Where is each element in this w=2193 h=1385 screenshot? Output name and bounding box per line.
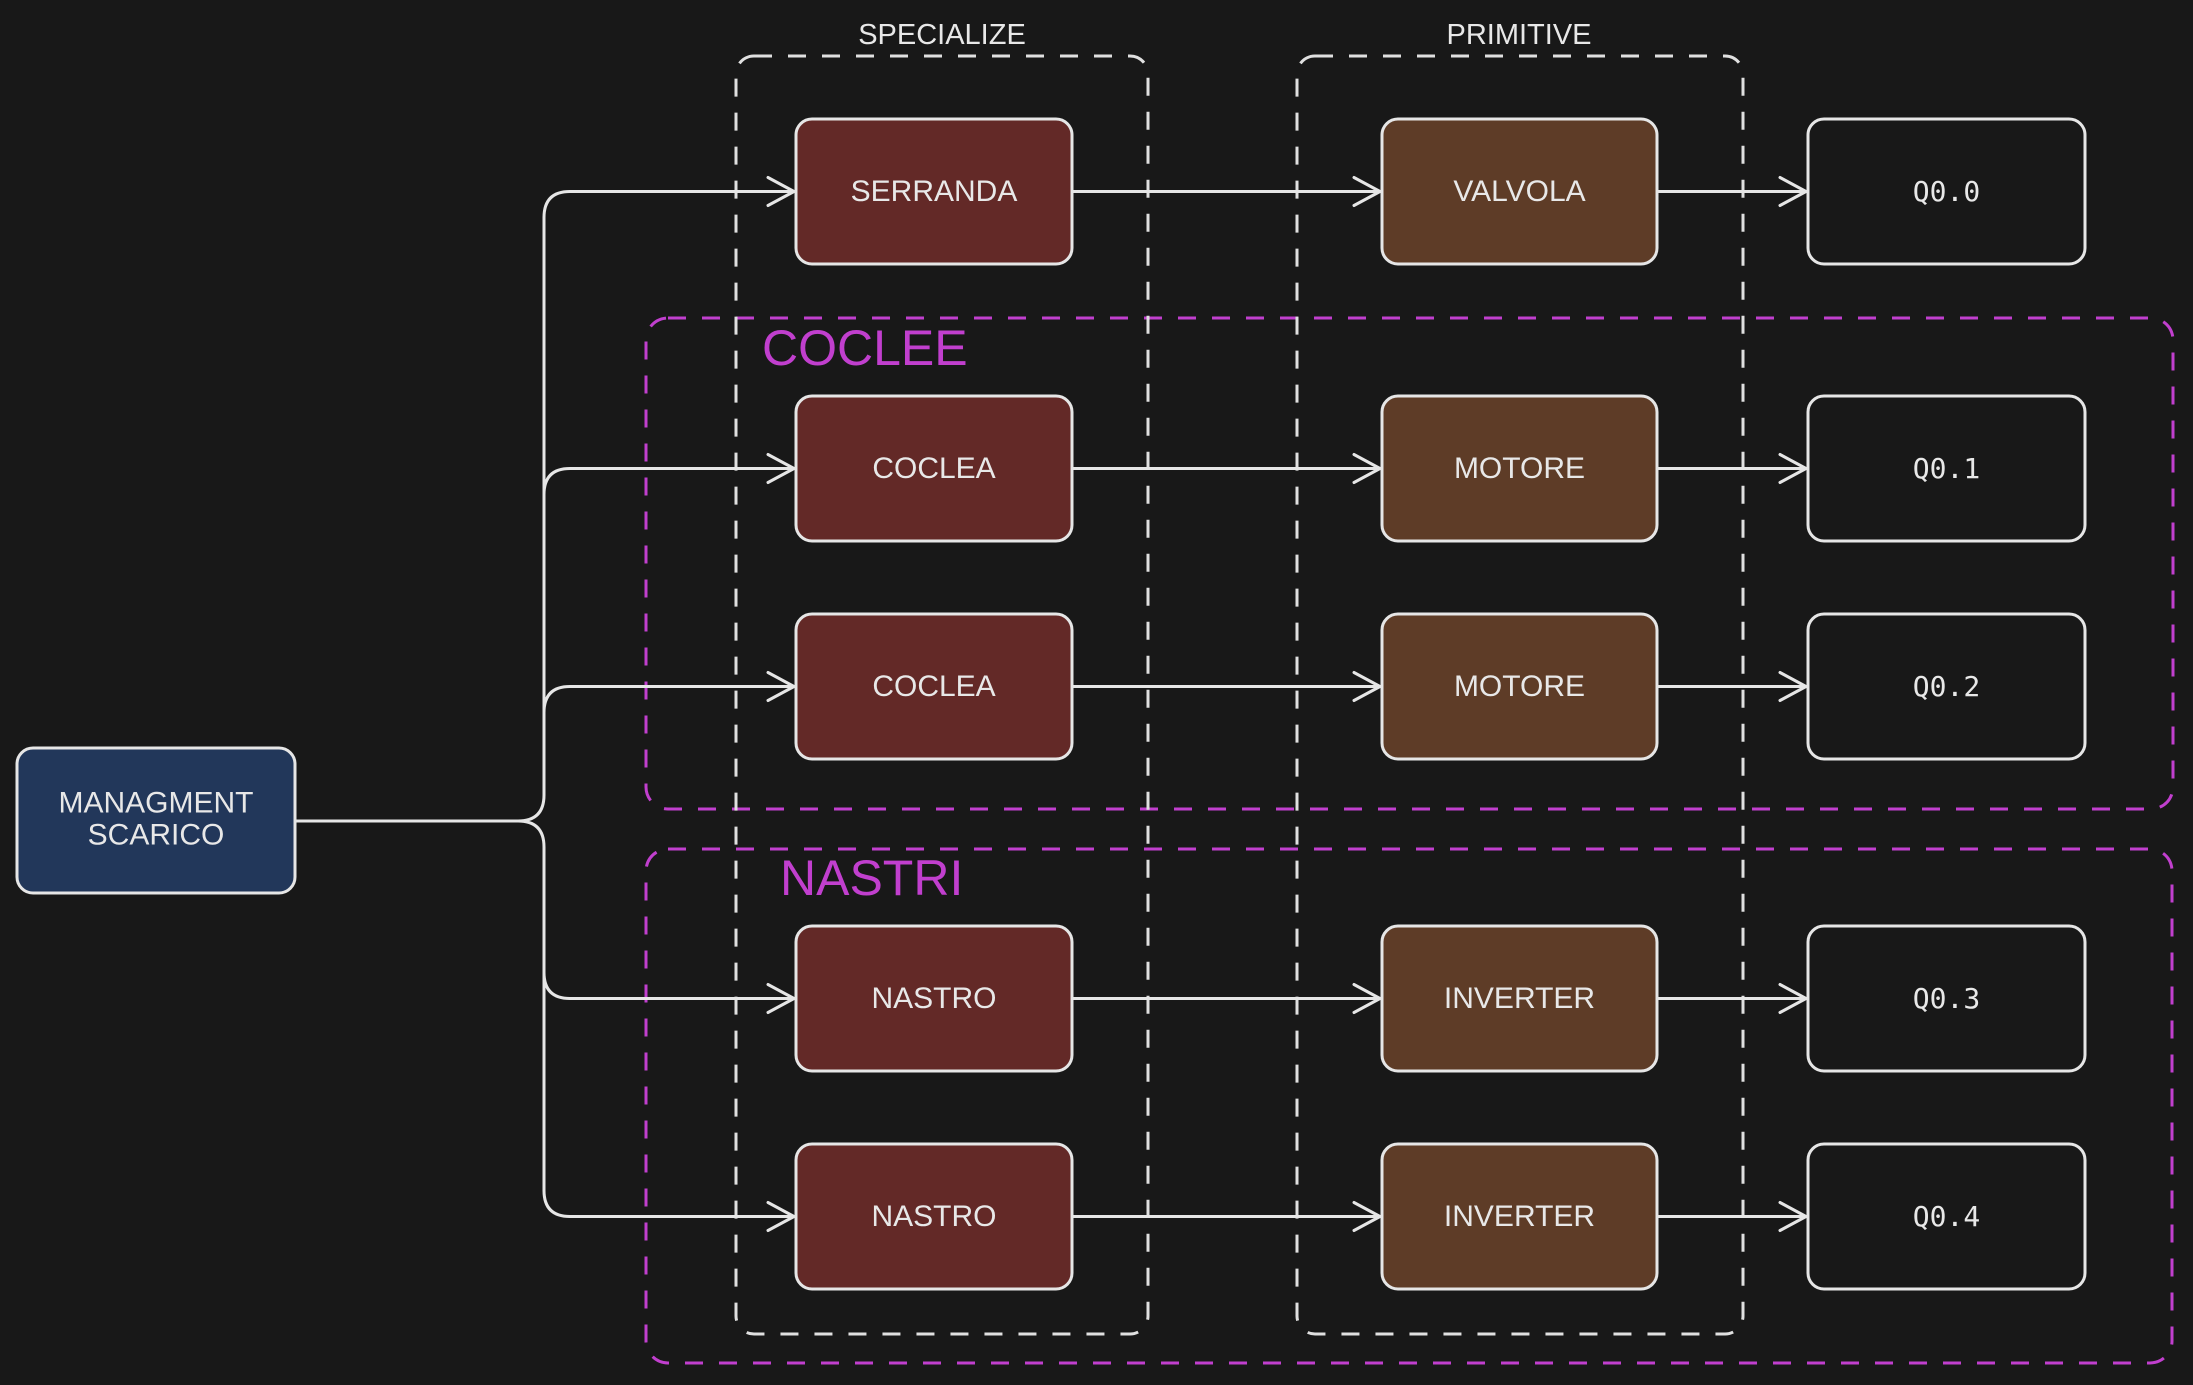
arrowhead-icon [1778, 671, 1808, 702]
column-specialize-frame[interactable] [734, 54, 1150, 1336]
edge-trunk [516, 216, 546, 1192]
node-output-q0-4[interactable]: Q0.4 [1806, 1142, 2087, 1291]
node-primitive-inverter[interactable]: INVERTER [1380, 924, 1659, 1073]
arrowhead-icon [1352, 983, 1382, 1014]
specialize-label: NASTRO [871, 1200, 996, 1233]
edges-layer [293, 176, 1808, 1232]
arrowhead-icon [1352, 1201, 1382, 1232]
output-label: Q0.2 [1913, 670, 1980, 703]
edge-trunk-to-specialize [542, 1189, 796, 1218]
column-specialize-label: SPECIALIZE [858, 19, 1026, 51]
root-label-line-2: SCARICO [88, 819, 225, 852]
primitive-label: MOTORE [1454, 452, 1585, 485]
arrowhead-icon [1778, 453, 1808, 484]
specialize-label: SERRANDA [851, 175, 1018, 208]
primitive-label: INVERTER [1444, 982, 1595, 1015]
node-specialize-serranda[interactable]: SERRANDA [794, 117, 1074, 266]
group-coclee-frame[interactable] [644, 316, 2175, 811]
group-coclee-label: COCLEE [762, 320, 968, 376]
arrowhead-icon [1778, 983, 1808, 1014]
output-label: Q0.3 [1913, 982, 1980, 1015]
arrowhead-icon [766, 671, 796, 702]
node-primitive-motore[interactable]: MOTORE [1380, 394, 1659, 543]
specialize-label: COCLEA [872, 670, 995, 703]
node-output-q0-0[interactable]: Q0.0 [1806, 117, 2087, 266]
arrowhead-icon [1778, 1201, 1808, 1232]
primitive-label: MOTORE [1454, 670, 1585, 703]
arrowhead-icon [1352, 176, 1382, 207]
group-nastri-frame[interactable] [644, 847, 2174, 1365]
root-label-line-1: MANAGMENT [59, 787, 254, 820]
group-nastri-label: NASTRI [780, 850, 963, 906]
edge-trunk-to-specialize [542, 190, 796, 219]
arrowhead-icon [766, 983, 796, 1014]
node-specialize-coclea[interactable]: COCLEA [794, 612, 1074, 761]
node-output-q0-2[interactable]: Q0.2 [1806, 612, 2087, 761]
node-specialize-nastro[interactable]: NASTRO [794, 924, 1074, 1073]
arrowhead-icon [1352, 671, 1382, 702]
node-output-q0-3[interactable]: Q0.3 [1806, 924, 2087, 1073]
primitive-label: INVERTER [1444, 1200, 1595, 1233]
arrowhead-icon [1352, 453, 1382, 484]
primitive-label: VALVOLA [1453, 175, 1585, 208]
arrowhead-icon [1778, 176, 1808, 207]
output-label: Q0.0 [1913, 175, 1980, 208]
output-label: Q0.4 [1913, 1200, 1980, 1233]
specialize-label: COCLEA [872, 452, 995, 485]
output-label: Q0.1 [1913, 452, 1980, 485]
node-primitive-valvola[interactable]: VALVOLA [1380, 117, 1659, 266]
edge-trunk-to-specialize [542, 685, 796, 714]
node-specialize-nastro[interactable]: NASTRO [794, 1142, 1074, 1291]
node-primitive-inverter[interactable]: INVERTER [1380, 1142, 1659, 1291]
column-primitive-label: PRIMITIVE [1446, 19, 1591, 51]
specialize-label: NASTRO [871, 982, 996, 1015]
edge-trunk-to-specialize [542, 971, 796, 1000]
arrowhead-icon [766, 1201, 796, 1232]
edge-trunk-to-specialize [542, 467, 796, 496]
node-primitive-motore[interactable]: MOTORE [1380, 612, 1659, 761]
arrowhead-icon [766, 176, 796, 207]
node-specialize-coclea[interactable]: COCLEA [794, 394, 1074, 543]
node-managment-scarico[interactable]: MANAGMENT SCARICO [15, 746, 297, 895]
arrowhead-icon [766, 453, 796, 484]
column-primitive-frame[interactable] [1295, 54, 1745, 1336]
node-output-q0-1[interactable]: Q0.1 [1806, 394, 2087, 543]
